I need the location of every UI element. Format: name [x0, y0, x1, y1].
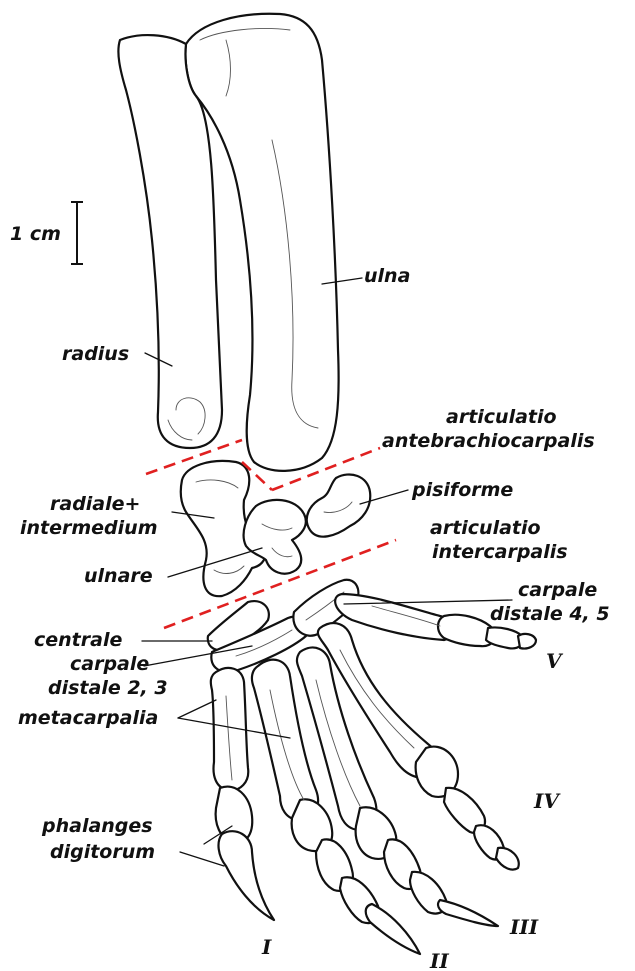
- label-ulna: ulna: [364, 265, 410, 287]
- label-carpale-distale-4-5-1: carpale: [518, 579, 597, 601]
- label-articulatio-intercarpalis-1: articulatio: [430, 517, 541, 539]
- label-radiale-2: intermedium: [20, 517, 158, 539]
- label-digit-i: I: [261, 935, 272, 959]
- label-carpale-distale-2-3-2: distale 2, 3: [48, 677, 168, 699]
- leader-phalanges-2: [180, 852, 224, 866]
- label-phalanges-1: phalanges: [41, 815, 153, 837]
- label-radiale-1: radiale+: [50, 493, 140, 515]
- pisiforme-bone: [307, 474, 370, 536]
- label-metacarpalia: metacarpalia: [18, 707, 158, 729]
- label-phalanges-2: digitorum: [50, 841, 155, 863]
- label-carpale-distale-2-3-1: carpale: [70, 653, 149, 675]
- label-centrale: centrale: [34, 629, 122, 651]
- scale-bar-label: 1 cm: [10, 223, 61, 245]
- label-articulatio-intercarpalis-2: intercarpalis: [432, 541, 568, 563]
- label-digit-ii: II: [429, 949, 449, 971]
- scale-bar: 1 cm: [10, 202, 83, 264]
- label-digit-iii: III: [509, 915, 539, 939]
- label-articulatio-antebrachiocarpalis-1: articulatio: [446, 406, 557, 428]
- label-digit-iv: IV: [533, 789, 561, 813]
- label-pisiforme: pisiforme: [411, 479, 513, 501]
- label-radius: radius: [62, 343, 129, 365]
- label-ulnare: ulnare: [84, 565, 153, 587]
- leader-metacarpalia-1: [178, 700, 216, 718]
- label-articulatio-antebrachiocarpalis-2: antebrachiocarpalis: [382, 430, 595, 452]
- label-digit-v: V: [546, 649, 564, 673]
- label-carpale-distale-4-5-2: distale 4, 5: [490, 603, 610, 625]
